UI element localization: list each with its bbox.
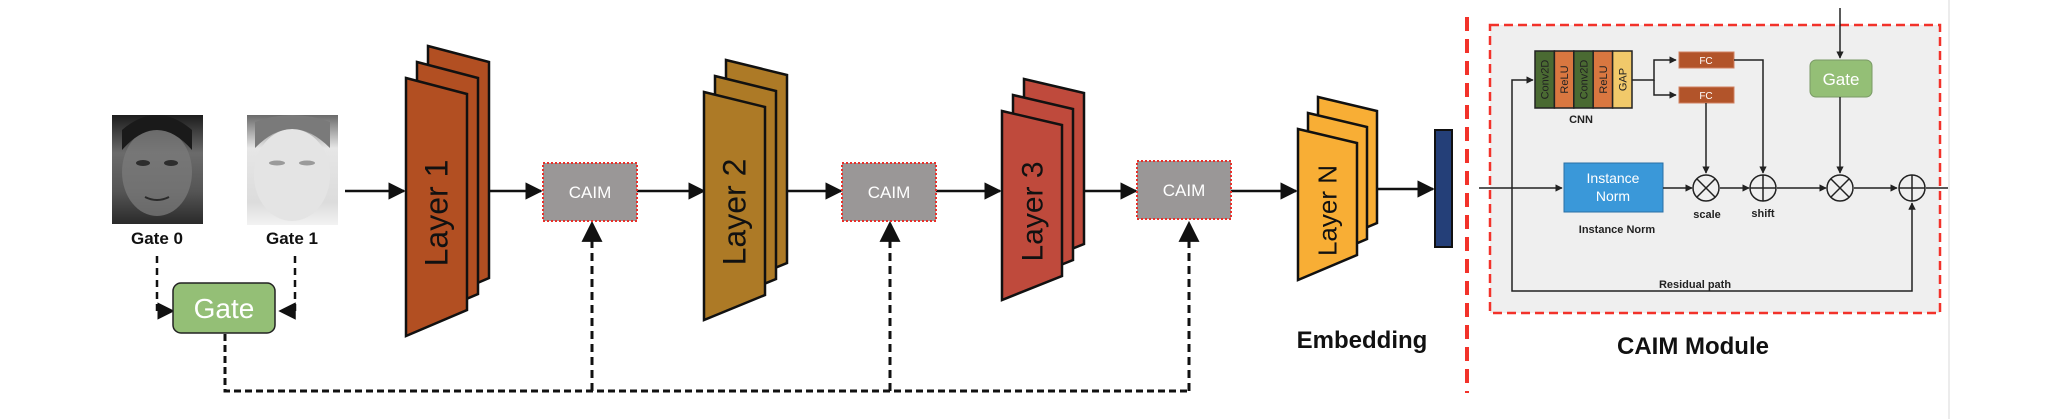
fc-top-label: FC bbox=[1699, 56, 1712, 67]
caim-module-title: CAIM Module bbox=[1617, 333, 1769, 360]
cnn-branch-line bbox=[1511, 76, 1534, 188]
gate0-hair bbox=[122, 115, 192, 150]
embedding-vector bbox=[1434, 129, 1453, 248]
caim-block-2: CAIM bbox=[841, 162, 937, 222]
layer-panel-front bbox=[1000, 109, 1064, 302]
gate-control-bus bbox=[223, 334, 1190, 393]
cnn-label: CNN bbox=[1569, 114, 1593, 126]
cnn-block: Conv2D ReLU Conv2D ReLU GAP bbox=[1534, 50, 1633, 109]
residual-path-label: Residual path bbox=[1659, 279, 1731, 291]
gate1-face-shape bbox=[254, 129, 330, 221]
instance-norm-caption: Instance Norm bbox=[1579, 224, 1656, 236]
layer-label-2: Layer 2 bbox=[717, 159, 753, 266]
module-gate-block bbox=[1809, 59, 1873, 98]
layer-panel-front bbox=[404, 76, 469, 338]
gate0-label: Gate 0 bbox=[131, 229, 183, 248]
cnn-cell-label: ReLU bbox=[1559, 65, 1571, 93]
caim-block-3: CAIM bbox=[1136, 160, 1232, 220]
gate0-face-shape bbox=[122, 128, 192, 216]
cnn-cell-label: GAP bbox=[1617, 68, 1629, 91]
caim-block-1-label: CAIM bbox=[569, 183, 612, 202]
layer-label-1: Layer 1 bbox=[419, 160, 455, 267]
scale-label: scale bbox=[1693, 209, 1721, 221]
layer-panel-front bbox=[1296, 127, 1359, 282]
layer-stack-3: Layer 3 bbox=[1000, 77, 1086, 302]
cnn-cell-label: Conv2D bbox=[1540, 60, 1552, 100]
gate0-mouth bbox=[144, 196, 170, 201]
gate1-eye-right bbox=[299, 160, 315, 166]
instance-norm-line2: Norm bbox=[1596, 188, 1630, 204]
residual-add-icon bbox=[1898, 174, 1926, 202]
fc-top-to-shift bbox=[1734, 59, 1767, 174]
shift-add-icon bbox=[1749, 174, 1777, 202]
layers-group: Layer 1 Layer 2 Layer 3 Layer N bbox=[404, 44, 1379, 338]
gate0-input: Gate 0 bbox=[112, 115, 203, 248]
instance-norm-line1: Instance bbox=[1587, 170, 1640, 186]
module-gate-label: Gate bbox=[1823, 70, 1860, 89]
layer-stack-1: Layer 1 bbox=[404, 44, 491, 338]
gap-to-fc-bottom bbox=[1653, 80, 1677, 99]
fc-bottom-label: FC bbox=[1699, 91, 1712, 102]
scale-multiply-icon bbox=[1692, 174, 1720, 202]
gap-to-fc-top bbox=[1632, 56, 1677, 81]
input-gate-block: Gate bbox=[172, 282, 276, 334]
caim-module-detail: Residual path Conv2D ReLU Conv2D ReLU GAP CN… bbox=[1479, 8, 1950, 315]
gate0-to-gate-connector bbox=[155, 256, 175, 320]
shift-label: shift bbox=[1751, 208, 1775, 220]
gate1-to-gate-connector bbox=[278, 256, 297, 320]
caim-block-1: CAIM bbox=[542, 162, 638, 222]
instance-norm-block bbox=[1563, 162, 1664, 213]
cnn-cell-label: Conv2D bbox=[1579, 60, 1591, 100]
layer-stack-4: Layer N bbox=[1296, 95, 1379, 282]
layer-stack-2: Layer 2 bbox=[702, 58, 789, 322]
gate1-label: Gate 1 bbox=[266, 229, 318, 248]
layer-label-4: Layer N bbox=[1313, 165, 1343, 256]
gate1-eye-left bbox=[269, 160, 285, 166]
caim-block-3-label: CAIM bbox=[1163, 181, 1206, 200]
page-edge bbox=[1948, 0, 1950, 419]
gate-multiply-icon bbox=[1826, 174, 1854, 202]
input-gate-label: Gate bbox=[194, 293, 255, 324]
cnn-cell-label: ReLU bbox=[1598, 65, 1610, 93]
gate0-eye-left bbox=[136, 160, 150, 166]
gate1-hair bbox=[255, 115, 330, 148]
residual-path-line bbox=[1511, 188, 1916, 292]
layer-label-3: Layer 3 bbox=[1017, 161, 1050, 261]
gate1-input: Gate 1 bbox=[247, 115, 338, 248]
caim-block-2-label: CAIM bbox=[868, 183, 911, 202]
embedding-label: Embedding bbox=[1297, 327, 1428, 354]
layer-panel-front bbox=[702, 90, 767, 322]
gate0-eye-right bbox=[164, 160, 178, 166]
